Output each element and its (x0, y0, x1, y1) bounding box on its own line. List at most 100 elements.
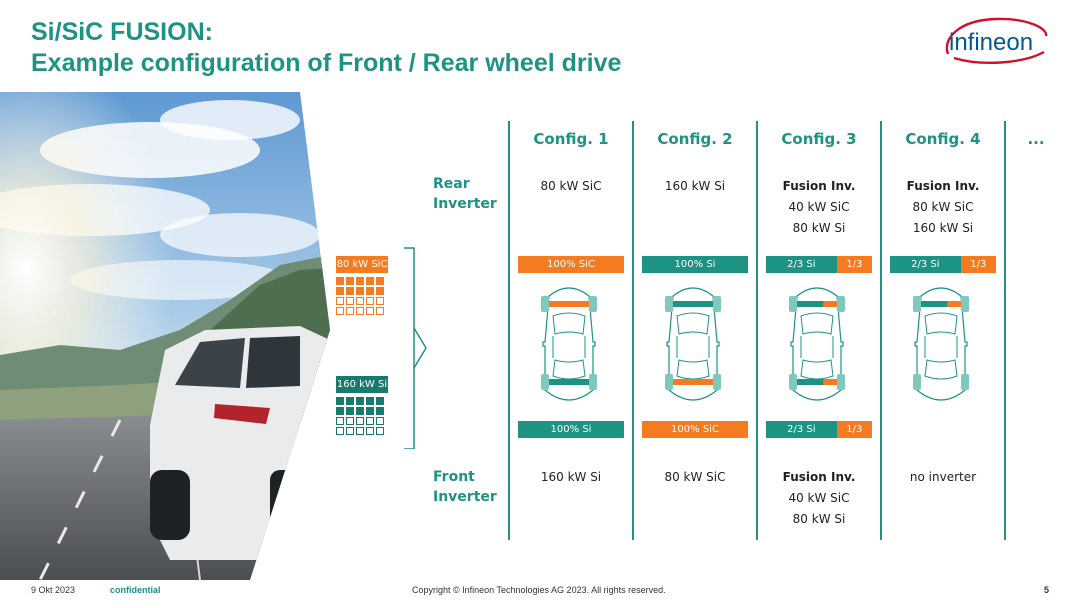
car-rear-window (924, 312, 958, 335)
config-1-header: Config. 1 (533, 130, 609, 148)
front-label-line-1: Front (433, 469, 475, 485)
car-side-line (800, 336, 834, 358)
config-2-rear-line-1: 160 kW Si (664, 179, 726, 193)
config-1-front-spec: 160 kW Si (509, 467, 633, 488)
column-divider (508, 121, 510, 540)
bar-segment: 100% Si (518, 421, 624, 438)
config-2-front-bar: 100% SiC (642, 421, 748, 438)
rear-label-line-2: Inverter (433, 196, 497, 212)
car-rear-window (552, 312, 586, 335)
config-4-rear-spec: Fusion Inv. 80 kW SiC 160 kW Si (881, 176, 1005, 239)
footer-page-number: 5 (1044, 585, 1050, 595)
bar-segment: 100% Si (642, 256, 748, 273)
footer-date: 9 Okt 2023 (31, 585, 76, 595)
config-1-front-bar: 100% Si (518, 421, 624, 438)
config-2-header: Config. 2 (657, 130, 733, 148)
config-3-front-line-3: 80 kW Si (792, 512, 846, 526)
car-wheel (589, 374, 597, 390)
car-wheel (961, 296, 969, 312)
car-wheel (789, 296, 797, 312)
rear-label-line-1: Rear (433, 176, 470, 192)
config-3-header: Config. 3 (781, 130, 857, 148)
config-2-front-line-1: 80 kW SiC (664, 470, 726, 484)
config-4-rear-line-2: 80 kW SiC (912, 200, 974, 214)
bar-segment: 100% SiC (518, 256, 624, 273)
config-1-car-topview (541, 287, 597, 401)
config-1-rear-line-1: 80 kW SiC (540, 179, 602, 193)
config-3-rear-line-2: 40 kW SiC (788, 200, 850, 214)
config-4-front-spec: no inverter (881, 467, 1005, 488)
page-title: Si/SiC FUSION: Example configuration of … (31, 17, 621, 79)
config-3-car-topview (789, 287, 845, 401)
bar-segment: 1/3 SiC (960, 256, 996, 273)
car-rear-window (800, 312, 834, 335)
title-line-2: Example configuration of Front / Rear wh… (31, 49, 622, 77)
car-wheel (913, 296, 921, 312)
config-4-front-bar (890, 421, 996, 438)
config-1-rear-bar: 100% SiC (518, 256, 624, 273)
column-divider (756, 121, 758, 540)
car-windshield (552, 359, 586, 380)
bar-segment: 100% SiC (642, 421, 748, 438)
more-configs-ellipsis: ... (1027, 130, 1045, 148)
column-divider (880, 121, 882, 540)
car-side-line (924, 336, 958, 358)
car-road-photo (0, 92, 330, 580)
bar-segment: 2/3 Si (766, 421, 837, 438)
car-windshield (924, 359, 958, 380)
config-2-rear-bar: 100% Si (642, 256, 748, 273)
car-wheel (913, 374, 921, 390)
axle-segment (823, 301, 837, 307)
bracket-arrow-icon (404, 247, 427, 449)
config-4-front-line-1: no inverter (909, 470, 977, 484)
car-windshield (800, 359, 834, 380)
car-wheel (665, 296, 673, 312)
car-wheel (541, 296, 549, 312)
axle-segment (673, 379, 713, 385)
axle-segment (947, 301, 961, 307)
car-wheel (713, 296, 721, 312)
car-wheel (713, 374, 721, 390)
sic-module-grid (336, 277, 384, 315)
config-4-header: Config. 4 (905, 130, 981, 148)
config-3-rear-bar: 2/3 Si1/3 SiC (766, 256, 872, 273)
config-2-front-spec: 80 kW SiC (633, 467, 757, 488)
footer-confidential: confidential (110, 585, 161, 595)
config-4-rear-line-1: Fusion Inv. (906, 179, 980, 193)
config-1-front-line-1: 160 kW Si (540, 470, 602, 484)
config-4-car-topview (913, 287, 969, 401)
axle-segment (823, 379, 837, 385)
footer-copyright: Copyright © Infineon Technologies AG 202… (412, 585, 666, 595)
config-1-rear-spec: 80 kW SiC (509, 176, 633, 197)
car-side-line (676, 336, 710, 358)
car-wheel (837, 374, 845, 390)
si-module-grid (336, 397, 384, 435)
config-2-car-topview (665, 287, 721, 401)
axle-segment (673, 301, 713, 307)
sic-module-label: 80 kW SiC (336, 256, 388, 273)
bar-segment: 1/3 SiC (836, 421, 872, 438)
front-inverter-label: Front Inverter (433, 467, 497, 507)
infineon-logo: infineon (945, 17, 1048, 64)
car-rear-window (676, 312, 710, 335)
config-2-rear-spec: 160 kW Si (633, 176, 757, 197)
car-wheel (589, 296, 597, 312)
bar-segment: 1/3 SiC (836, 256, 872, 273)
car-windshield (676, 359, 710, 380)
title-line-1: Si/SiC FUSION: (31, 18, 213, 46)
car-wheel (837, 296, 845, 312)
rear-inverter-label: Rear Inverter (433, 174, 497, 214)
si-module-label: 160 kW Si (336, 376, 388, 393)
config-3-front-spec: Fusion Inv. 40 kW SiC 80 kW Si (757, 467, 881, 530)
car-wheel (541, 374, 549, 390)
car-wheel (961, 374, 969, 390)
front-label-line-2: Inverter (433, 489, 497, 505)
logo-wordmark: infineon (949, 29, 1033, 56)
config-3-rear-spec: Fusion Inv. 40 kW SiC 80 kW Si (757, 176, 881, 239)
config-4-rear-line-3: 160 kW Si (912, 221, 974, 235)
column-divider (1004, 121, 1006, 540)
axle-segment (549, 301, 589, 307)
axle-segment (797, 301, 824, 307)
car-wheel (665, 374, 673, 390)
axle-segment (797, 379, 824, 385)
